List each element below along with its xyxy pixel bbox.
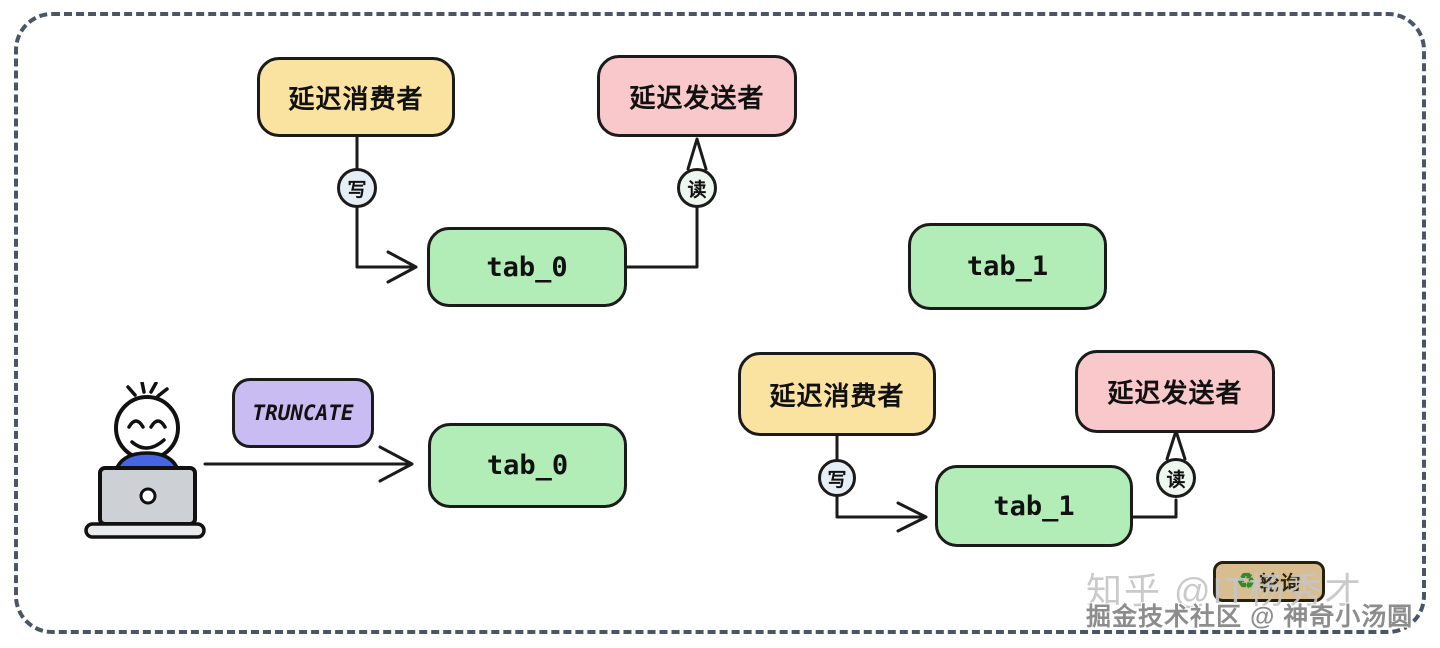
node-truncate: TRUNCATE bbox=[232, 378, 374, 448]
person-smile bbox=[130, 438, 166, 450]
polling-badge: ♻ 轮询 bbox=[1213, 561, 1325, 602]
write-circle-top: 写 bbox=[337, 168, 377, 208]
laptop-logo bbox=[139, 487, 157, 505]
table-label: tab_1 bbox=[966, 251, 1049, 282]
action-label: TRUNCATE bbox=[252, 401, 354, 425]
arrowhead-truncate bbox=[378, 445, 414, 483]
edge-tab0-to-read bbox=[625, 204, 699, 269]
circle-label: 写 bbox=[347, 179, 367, 201]
circle-label: 读 bbox=[1166, 469, 1186, 491]
circle-label: 写 bbox=[827, 469, 847, 491]
node-tab0-top: tab_0 bbox=[427, 227, 627, 307]
table-label: tab_0 bbox=[486, 450, 569, 481]
node-label: 延迟发送者 bbox=[629, 82, 765, 113]
arrowhead-into-tab1 bbox=[896, 501, 928, 533]
watermark-zhihu: 知乎 @IT杨秀才 bbox=[1086, 570, 1363, 611]
laptop-base bbox=[84, 522, 206, 539]
node-delay-sender-br: 延迟发送者 bbox=[1075, 350, 1275, 433]
arrowhead-into-sender-top bbox=[686, 137, 708, 171]
recycle-icon: ♻ bbox=[1236, 570, 1256, 593]
edge-tab1-to-read bbox=[1131, 498, 1178, 519]
node-label: 延迟发送者 bbox=[1107, 378, 1243, 408]
table-label: tab_1 bbox=[993, 490, 1075, 522]
person-left-eye bbox=[127, 419, 145, 429]
read-circle-br: 读 bbox=[1156, 458, 1196, 498]
circle-label: 读 bbox=[687, 179, 707, 201]
write-circle-br: 写 bbox=[818, 459, 856, 497]
node-delay-consumer-br: 延迟消费者 bbox=[738, 352, 936, 436]
arrowhead-into-sender-br bbox=[1165, 429, 1187, 461]
read-circle-top: 读 bbox=[677, 168, 717, 208]
node-label: 延迟消费者 bbox=[288, 83, 424, 114]
table-label: tab_0 bbox=[486, 251, 568, 283]
node-tab1-top-right: tab_1 bbox=[908, 223, 1107, 310]
person-at-laptop-figure bbox=[84, 382, 206, 539]
node-tab1-bottom: tab_1 bbox=[935, 465, 1133, 547]
arrowhead-into-tab0-top bbox=[386, 250, 418, 284]
node-label: 延迟消费者 bbox=[769, 380, 905, 411]
watermark-juejin: 掘金技术社区 @ 神奇小汤圆 bbox=[1086, 603, 1414, 631]
node-delay-sender-top: 延迟发送者 bbox=[597, 55, 797, 137]
person-right-eye bbox=[149, 419, 167, 429]
node-tab0-bottom: tab_0 bbox=[428, 423, 627, 508]
badge-label: 轮询 bbox=[1259, 573, 1302, 595]
node-delay-consumer-top: 延迟消费者 bbox=[257, 57, 455, 137]
